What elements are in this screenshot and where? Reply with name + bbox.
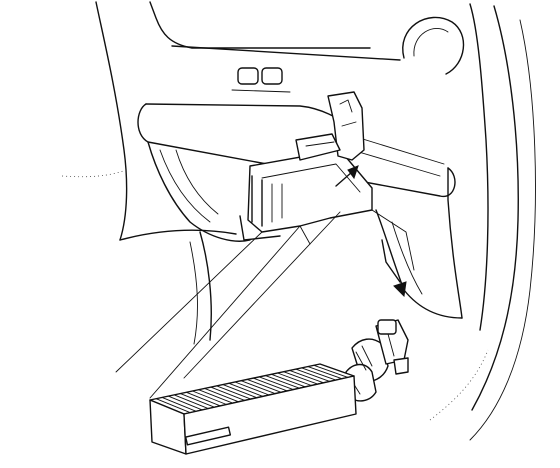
heater-core-fin (222, 384, 258, 399)
heater-core-fin (258, 376, 294, 391)
heater-core-fin (270, 373, 306, 388)
heater-core-fin (301, 367, 337, 381)
heater-core-fin (283, 371, 319, 385)
heater-core-fin (240, 380, 276, 395)
heater-core-fin (161, 396, 197, 412)
heater-core-fin (192, 390, 227, 405)
dashboard-body (61, 1, 536, 441)
heater-core-fin (246, 378, 282, 393)
heater-core-fin (313, 364, 349, 378)
heater-core-fin (216, 385, 252, 400)
heater-core-fin (179, 393, 215, 408)
heater-core-fin (173, 394, 209, 410)
heater-core (149, 363, 357, 455)
heater-core-fin (234, 381, 270, 396)
heater-core-fin (210, 386, 246, 401)
heater-core-fin (295, 368, 331, 382)
leader-lines (115, 209, 415, 399)
heater-core-fin (228, 382, 264, 397)
heater-core-fin (204, 387, 240, 403)
heater-core-fin (277, 372, 312, 386)
heater-core-fin (167, 395, 203, 411)
heater-core-fin (252, 377, 288, 392)
heater-housing (239, 91, 373, 245)
heater-core-fin (155, 398, 191, 414)
heater-core-fin (198, 389, 234, 404)
removal-arrows (335, 165, 407, 298)
heater-core-fin (264, 375, 300, 389)
heater-core-fin (289, 369, 325, 384)
heater-core-fin (307, 366, 343, 380)
heater-core-fin (185, 391, 221, 407)
